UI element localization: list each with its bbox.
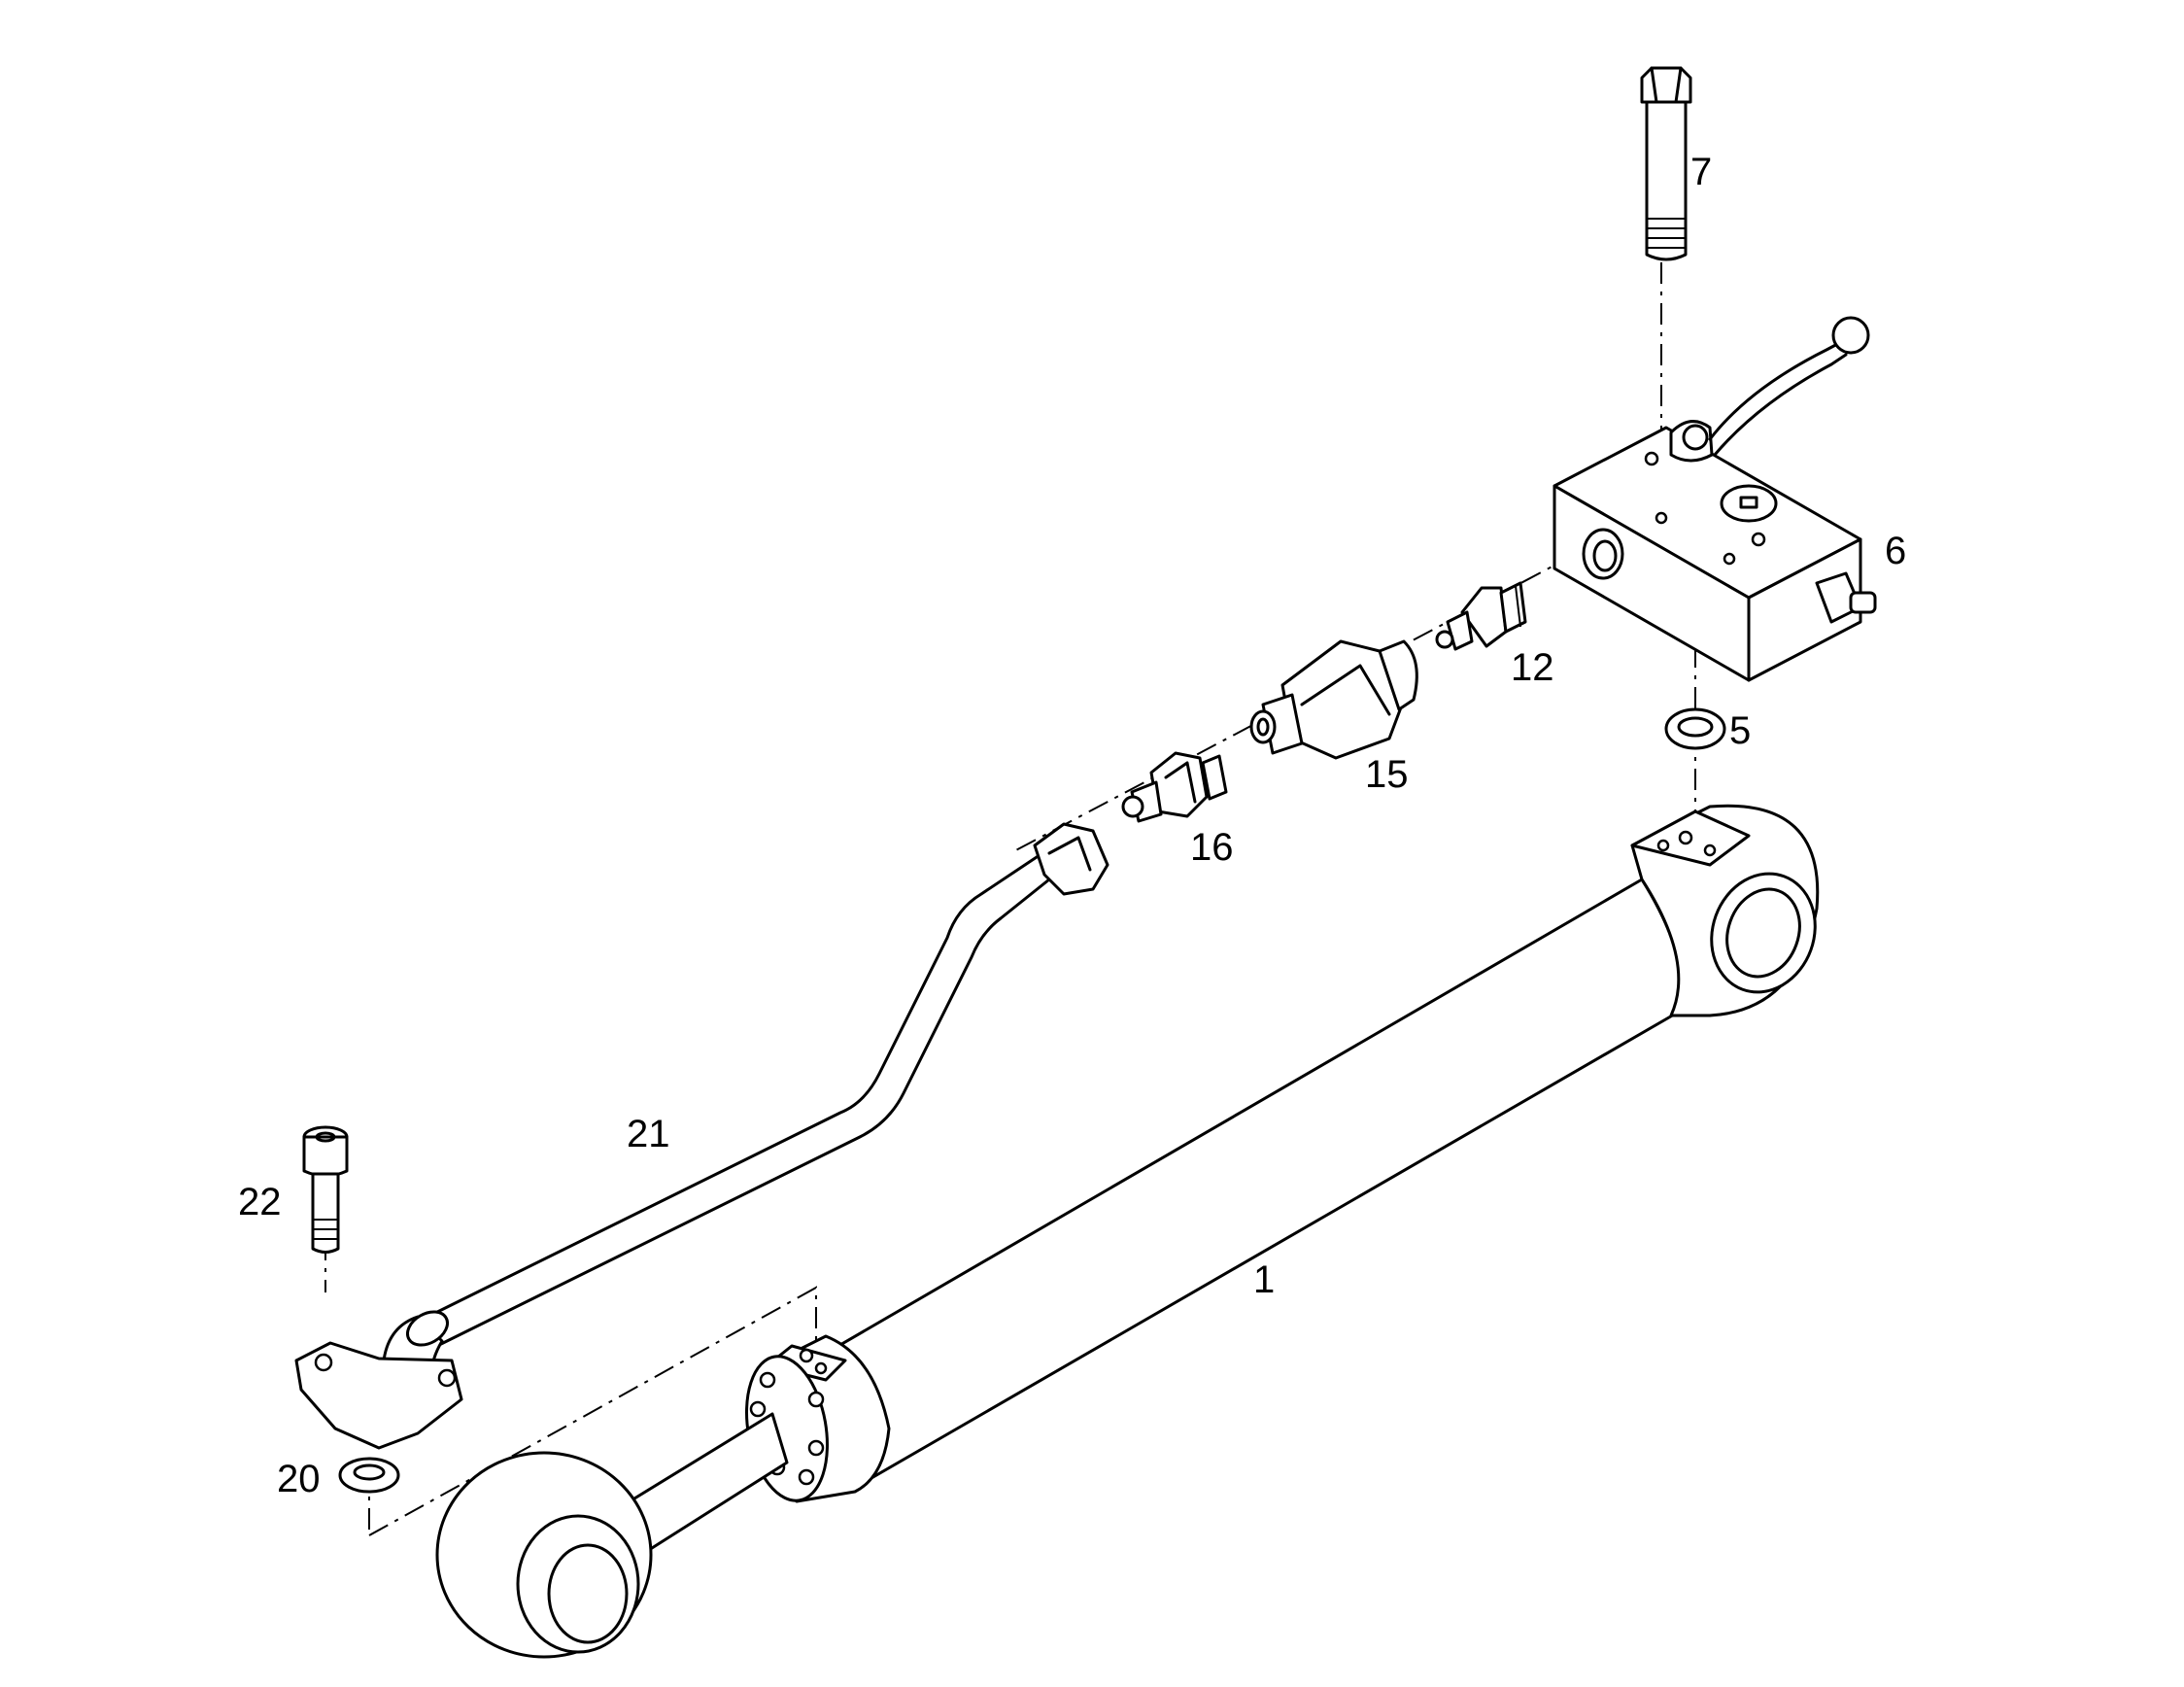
- bolt-part-7: [1640, 66, 1692, 261]
- callout-21: 21: [627, 1113, 670, 1155]
- screw-part-22: [302, 1125, 349, 1254]
- callout-20: 20: [277, 1458, 321, 1500]
- callout-22: 22: [238, 1181, 282, 1223]
- washer-part-5: [1664, 707, 1726, 750]
- callout-12: 12: [1511, 646, 1554, 689]
- flange-clamp: [294, 1341, 463, 1450]
- callout-16: 16: [1190, 826, 1234, 869]
- adapter-part-15: [1249, 639, 1418, 760]
- callout-15: 15: [1365, 753, 1409, 796]
- callout-6: 6: [1885, 530, 1906, 572]
- callout-1: 1: [1253, 1258, 1275, 1301]
- callout-labels: 1 5 6 7 12 15 16 20 21 22: [238, 151, 1906, 1500]
- fitting-part-16: [1121, 751, 1228, 823]
- washer-part-20: [338, 1457, 400, 1494]
- fitting-part-12: [1435, 581, 1527, 651]
- callout-5: 5: [1729, 709, 1751, 752]
- valve-block-part-6: [1553, 316, 1877, 682]
- cylinder-part-1: [435, 804, 1820, 1659]
- callout-7: 7: [1690, 151, 1712, 193]
